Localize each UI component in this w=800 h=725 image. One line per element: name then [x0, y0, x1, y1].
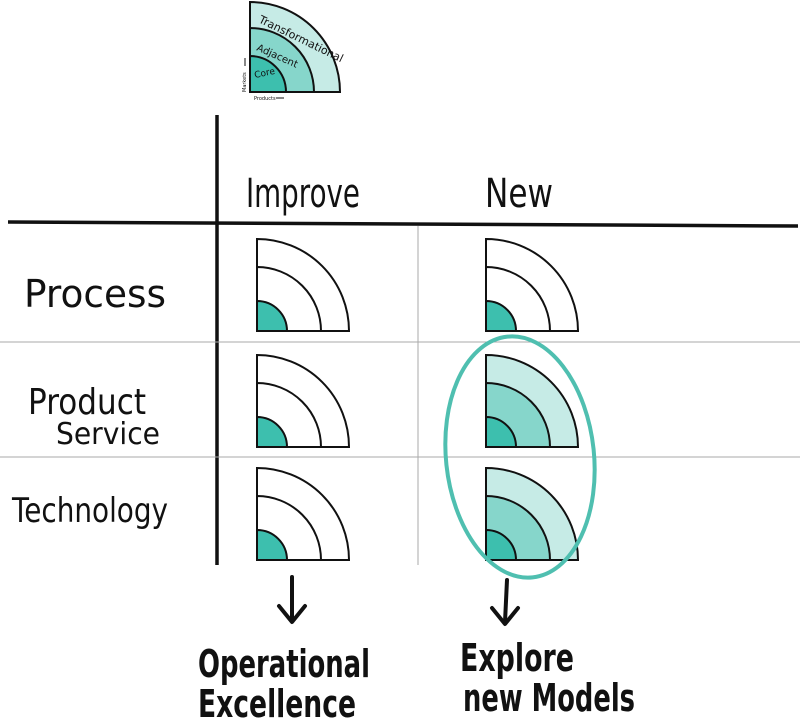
cell-ring-core	[256, 415, 289, 448]
outcome-improve-line2: Excellence	[198, 682, 356, 725]
grid	[0, 115, 800, 565]
cell-product-improve	[256, 353, 351, 448]
legend-label-core: Core	[254, 67, 277, 81]
outcome-improve-line1: Operational	[198, 642, 370, 686]
cell-ring-core	[485, 528, 518, 561]
legend-ring-core	[249, 54, 288, 93]
cell-process-improve	[256, 237, 351, 332]
column-header-new: New	[485, 171, 553, 217]
arrow-down-icon	[277, 575, 307, 624]
cell-ring-core	[485, 415, 518, 448]
cell-product-new	[485, 353, 580, 448]
cell-technology-improve	[256, 466, 351, 561]
horizontal-header-line	[7, 220, 799, 228]
row-header-service: Service	[56, 417, 160, 452]
arrow-down-icon	[490, 578, 520, 626]
cell-technology-new	[485, 466, 580, 561]
legend-x-axis-label: Products	[254, 96, 276, 102]
row-header-process: Process	[24, 272, 166, 316]
row-header-product: Product	[28, 382, 146, 423]
cell-ring-core	[485, 299, 518, 332]
outcome-new-line1: Explore	[460, 636, 574, 680]
cell-ring-core	[256, 299, 289, 332]
legend-y-axis-label: Markets	[242, 72, 248, 92]
cell-ring-core	[256, 528, 289, 561]
outcome-new-line2: new Models	[463, 676, 635, 720]
row-header-technology: Technology	[11, 491, 168, 531]
cell-process-new	[485, 237, 580, 332]
highlight-ellipse	[443, 334, 597, 580]
column-header-improve: Improve	[246, 171, 360, 217]
legend: Transformational Adjacent Core Markets P…	[242, 0, 345, 102]
